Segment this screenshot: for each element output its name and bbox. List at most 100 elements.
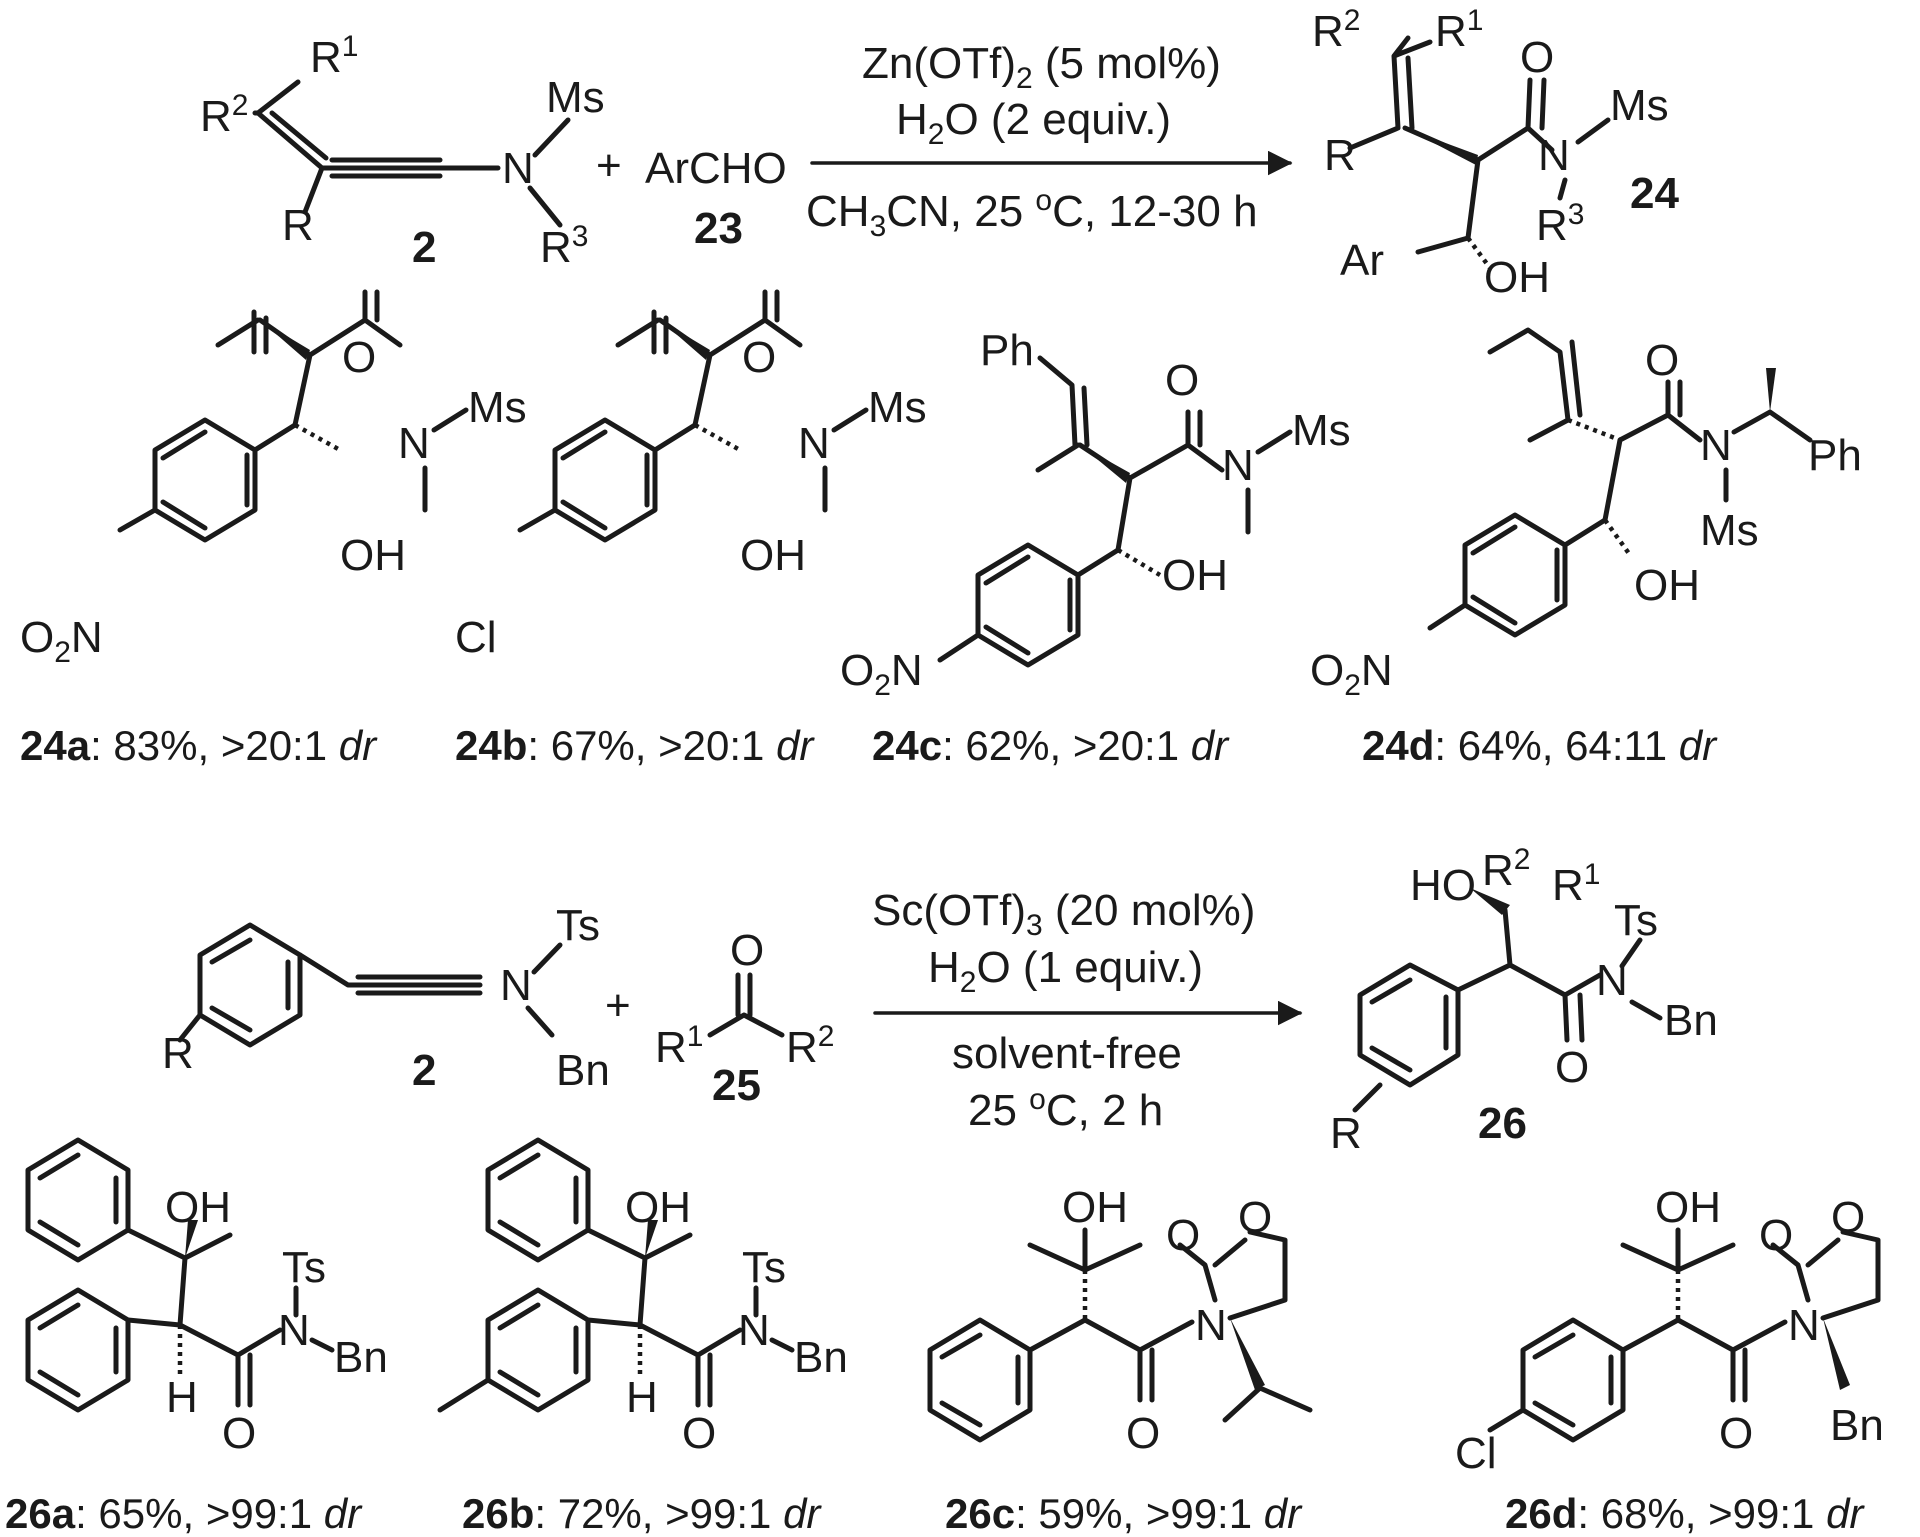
r-label: R xyxy=(282,201,314,250)
ms-label: Ms xyxy=(1292,406,1351,455)
phenyl xyxy=(927,1317,1033,1443)
caption: 24a: 83%, >20:1 dr xyxy=(20,722,378,769)
r1-label: R1 xyxy=(1435,4,1483,56)
ph-label: Ph xyxy=(1808,431,1862,480)
n-label: N xyxy=(1195,1301,1227,1350)
oh-label: OH xyxy=(165,1183,231,1232)
ring-inner-bonds xyxy=(1352,977,1449,1113)
bn-label: Bn xyxy=(1664,996,1718,1045)
condition-water: H2O (1 equiv.) xyxy=(928,943,1203,999)
h-label: H xyxy=(166,1373,198,1422)
o3-label: O xyxy=(1831,1193,1865,1242)
tbu-bonds xyxy=(1620,1227,1736,1273)
example-24c: Ph O N Ms OH O2N 24c: 62%, >20:1 dr xyxy=(840,326,1351,769)
benzene-ring xyxy=(197,922,303,1048)
n-bonds xyxy=(525,942,563,1038)
wedge-bond xyxy=(660,320,710,360)
chloro-label: Cl xyxy=(455,613,497,662)
hash-bond xyxy=(1466,236,1492,270)
n-bonds xyxy=(1619,937,1663,1021)
o-label: O xyxy=(742,333,776,382)
compound-label-24: 24 xyxy=(1630,169,1679,218)
oh-label: OH xyxy=(1484,253,1550,302)
ts-label: Ts xyxy=(742,1243,786,1292)
ph-label: Ph xyxy=(980,326,1034,375)
condition-water: H2O (2 equiv.) xyxy=(896,95,1171,151)
bn-label: Bn xyxy=(556,1046,610,1095)
caption: 24c: 62%, >20:1 dr xyxy=(872,722,1230,769)
compound-label-23: 23 xyxy=(694,204,743,253)
r2-label: R2 xyxy=(200,89,248,141)
scheme2-reactant-ynamide: R N Ts Bn 2 xyxy=(162,901,610,1095)
bonds xyxy=(939,1317,1195,1428)
scheme2-ketone: O R1 R2 25 xyxy=(655,926,834,1110)
ar-bond xyxy=(1415,235,1471,255)
o2-label: O xyxy=(1166,1211,1200,1260)
chlorophenyl xyxy=(1520,1317,1626,1443)
n-bonds xyxy=(1723,409,1813,503)
ring-and-alkyne-bonds xyxy=(177,937,483,1043)
r-label: R xyxy=(162,1029,194,1078)
bonds-2 xyxy=(1602,379,1703,523)
hash-bond xyxy=(1116,548,1162,577)
bonds-2 xyxy=(37,1302,283,1408)
tbu-bonds xyxy=(1027,1227,1143,1273)
ring-inner-bonds xyxy=(937,554,1073,663)
phenyl-top xyxy=(485,1137,591,1263)
condition-catalyst: Zn(OTf)2 (5 mol%) xyxy=(862,39,1221,95)
o-label: O xyxy=(222,1409,256,1458)
example-26d: OH Cl O N O O Bn 26d: 68%, >99:1 dr xyxy=(1455,1183,1884,1537)
hash-bond-oh xyxy=(1603,518,1632,557)
bn-label: Bn xyxy=(334,1333,388,1382)
compound-label-26: 26 xyxy=(1478,1099,1527,1148)
compound-label-25: 25 xyxy=(712,1061,761,1110)
scheme1-reactant-alkyne: R2 R1 R N Ms R3 2 xyxy=(200,30,605,272)
nitro-label: O2N xyxy=(840,646,923,702)
r2-label: R2 xyxy=(1312,4,1360,56)
scheme1-aldehyde: ArCHO 23 xyxy=(645,144,787,253)
hash-bond xyxy=(293,423,342,452)
wedge-oh xyxy=(645,1220,658,1258)
o3-label: O xyxy=(1238,1193,1272,1242)
caption: 26a: 65%, >99:1 dr xyxy=(5,1490,363,1537)
n-bonds xyxy=(753,1285,795,1353)
wedge-oh xyxy=(185,1220,198,1258)
ms-label: Ms xyxy=(468,383,527,432)
hash-bond xyxy=(1567,417,1621,443)
o-label: O xyxy=(1555,1043,1589,1092)
compound-label-2: 2 xyxy=(412,1046,436,1095)
hash-bond xyxy=(693,423,742,452)
condition-catalyst: Sc(OTf)3 (20 mol%) xyxy=(872,886,1255,942)
ts-label: Ts xyxy=(556,901,600,950)
ring-inner-bonds xyxy=(517,429,650,533)
bonds xyxy=(1035,355,1225,553)
nitro-label: O2N xyxy=(20,613,103,669)
benzene-ring xyxy=(975,542,1121,668)
oh-label: OH xyxy=(625,1183,691,1232)
aldehyde-name: ArCHO xyxy=(645,144,787,193)
r-label: R xyxy=(1324,131,1356,180)
n-bonds xyxy=(422,407,469,513)
example-26a: OH H O N Ts Bn 26a: 65%, >99:1 dr xyxy=(5,1137,388,1537)
bonds xyxy=(497,1152,693,1328)
plus-sign: + xyxy=(596,141,622,190)
ring-inner-bonds xyxy=(1427,524,1560,631)
n-label: N xyxy=(502,144,534,193)
oh-label: OH xyxy=(1634,561,1700,610)
r3-label: R3 xyxy=(540,220,588,272)
caption: 26d: 68%, >99:1 dr xyxy=(1505,1490,1865,1537)
bonds xyxy=(37,1152,233,1328)
wedge-bond xyxy=(1470,888,1510,915)
r1-label: R1 xyxy=(310,30,358,82)
alkyne-bonds xyxy=(252,79,501,215)
wedge-bond xyxy=(1080,445,1130,483)
n-label: N xyxy=(1700,421,1732,470)
tolyl-ring xyxy=(485,1287,591,1413)
oh-label: OH xyxy=(1655,1183,1721,1232)
r1-label: R1 xyxy=(1552,858,1600,910)
ts-label: Ts xyxy=(1614,896,1658,945)
bonds xyxy=(215,289,403,428)
product-bonds xyxy=(1347,35,1555,241)
condition-solvent: CH3CN, 25 oC, 12-30 h xyxy=(806,184,1258,243)
